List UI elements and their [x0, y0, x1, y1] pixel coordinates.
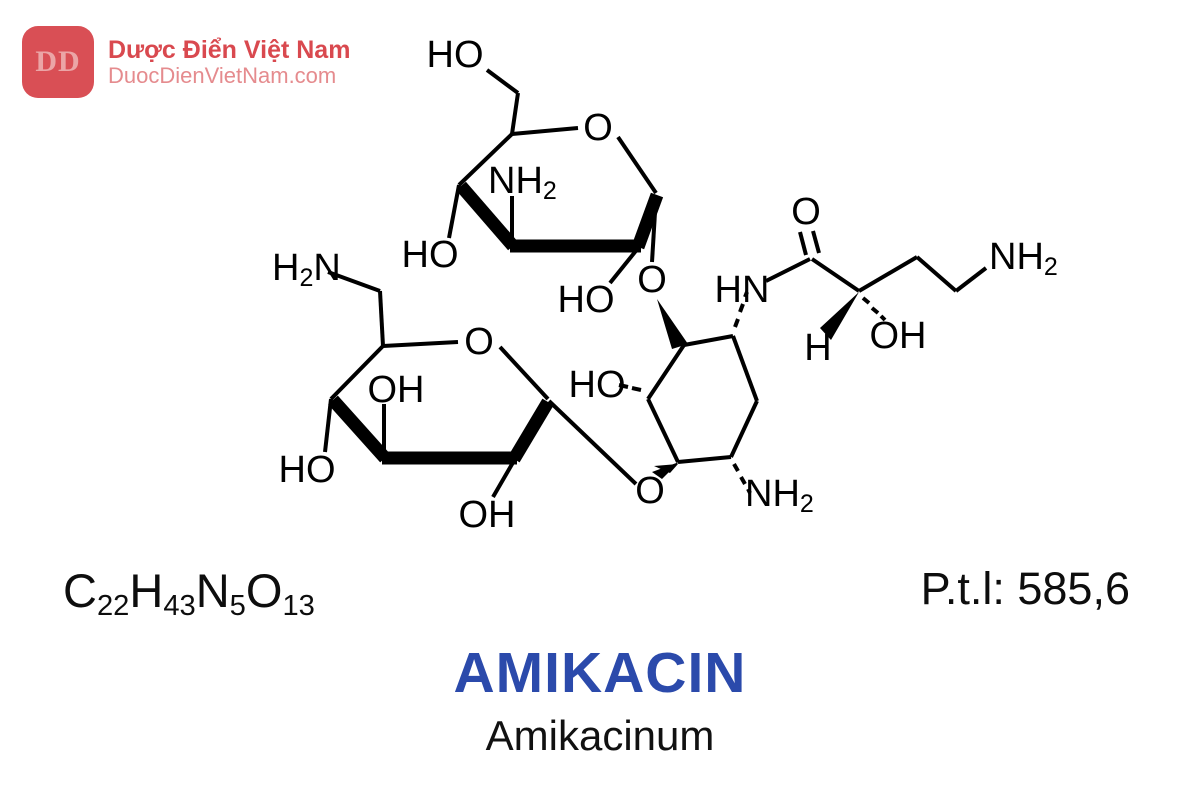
brand-logo-text: DD	[35, 45, 81, 78]
label-upper-hydroxyl-2: HO	[558, 279, 615, 321]
bond-c5-o-upper	[511, 126, 579, 136]
bond-stereocenter-ch2	[857, 255, 919, 293]
bond-central-1-2	[683, 334, 734, 347]
glycosidic-link-upper	[657, 299, 688, 349]
brand-wordmark: Dược Điển Việt Nam DuocDienVietNam.com	[108, 36, 350, 89]
wedge-glycosidic-upper	[657, 299, 688, 349]
atom-label-group: HO O NH2 HO HO O HN O NH2 H OH H2N O OH …	[272, 34, 1058, 536]
label-central-hydroxyl: HO	[569, 364, 626, 406]
site-branding: DD Dược Điển Việt Nam DuocDienVietNam.co…	[22, 26, 350, 98]
brand-website: DuocDienVietNam.com	[108, 62, 337, 88]
molecular-formula: C22H43N5O13	[63, 564, 315, 623]
bond-c2-oh-lower	[491, 457, 517, 499]
lower-sugar-ring	[323, 270, 638, 499]
hash-central-amine	[732, 463, 752, 494]
hash-central-hydroxyl	[618, 383, 642, 392]
bond-central-5-6	[646, 398, 680, 463]
bond-central-4-5	[677, 455, 732, 464]
bond-ch2-nh2-chain	[954, 266, 988, 293]
label-lower-hydroxyl-3: HO	[279, 449, 336, 491]
bond-c5-c4-upper	[457, 132, 514, 187]
label-upper-ring-oxygen: O	[583, 107, 613, 149]
bond-o-c1-lower	[498, 345, 550, 401]
label-lower-hydroxyl-2: OH	[459, 494, 516, 536]
wedge-glycosidic-lower	[652, 462, 679, 479]
label-upper-ch2oh: HO	[427, 34, 484, 76]
bond-ch2-upper	[510, 92, 520, 135]
bond-ho-to-ch2-upper	[485, 68, 520, 95]
bond-c4-oh-upper	[447, 184, 461, 239]
label-glycosidic-oxygen-lower: O	[635, 470, 665, 512]
label-carbonyl-oxygen: O	[791, 191, 821, 233]
brand-logo-icon: DD	[22, 26, 94, 98]
compound-latin-name: Amikacinum	[485, 712, 715, 759]
bond-c5-c4-lower	[329, 344, 385, 401]
bond-carbonyl-double-b	[811, 230, 821, 254]
bond-c5-o-lower	[382, 340, 459, 348]
amide-side-chain	[765, 230, 988, 340]
label-central-amine: NH2	[745, 473, 814, 518]
bond-c1-oglyco-upper	[650, 195, 658, 263]
bond-ch2-lower	[378, 290, 385, 347]
molecular-weight: P.t.l: 585,6	[920, 563, 1130, 614]
bond-c2-oh-upper	[608, 245, 641, 285]
label-lower-ring-oxygen: O	[464, 321, 494, 363]
bond-c4-oh-lower	[323, 398, 333, 453]
label-glycosidic-oxygen-upper: O	[637, 259, 667, 301]
label-terminal-amine: NH2	[989, 236, 1058, 281]
bond-c4-c3-lower-bold	[328, 395, 390, 463]
compound-name: AMIKACIN	[453, 641, 747, 705]
bond-c1-oglyco-lower	[547, 399, 638, 486]
bond-carbonyl-double-a	[798, 231, 808, 256]
label-upper-hydroxyl-4: HO	[402, 234, 459, 276]
bond-o-c1-upper	[616, 135, 658, 195]
bond-central-3-4	[729, 400, 759, 458]
label-stereocenter-hydrogen: H	[804, 327, 831, 369]
label-amide-nitrogen: HN	[715, 269, 770, 311]
bond-central-6-1	[646, 343, 686, 401]
bond-c4-c3-upper-bold	[456, 181, 518, 251]
label-side-chain-hydroxyl: OH	[870, 315, 927, 357]
central-ring	[618, 291, 759, 494]
label-lower-hydroxyl-4: OH	[368, 369, 425, 411]
hash-stereocenter-oh	[861, 296, 887, 322]
bond-central-2-3	[731, 335, 759, 402]
hash-central-amide-n	[733, 291, 749, 328]
bond-ch2-ch2-chain	[915, 255, 958, 293]
bond-c2-c1-lower-bold	[508, 398, 554, 463]
upper-sugar-ring	[447, 68, 664, 285]
brand-title: Dược Điển Việt Nam	[108, 35, 351, 64]
bond-n-to-carbonyl	[765, 257, 811, 283]
wedge-stereocenter-h	[820, 292, 859, 340]
bond-carbonyl-to-stereocenter	[810, 257, 861, 293]
bond-h2n-ch2-lower	[327, 270, 381, 293]
label-upper-amine: NH2	[488, 160, 557, 205]
label-lower-amine: H2N	[272, 247, 341, 292]
